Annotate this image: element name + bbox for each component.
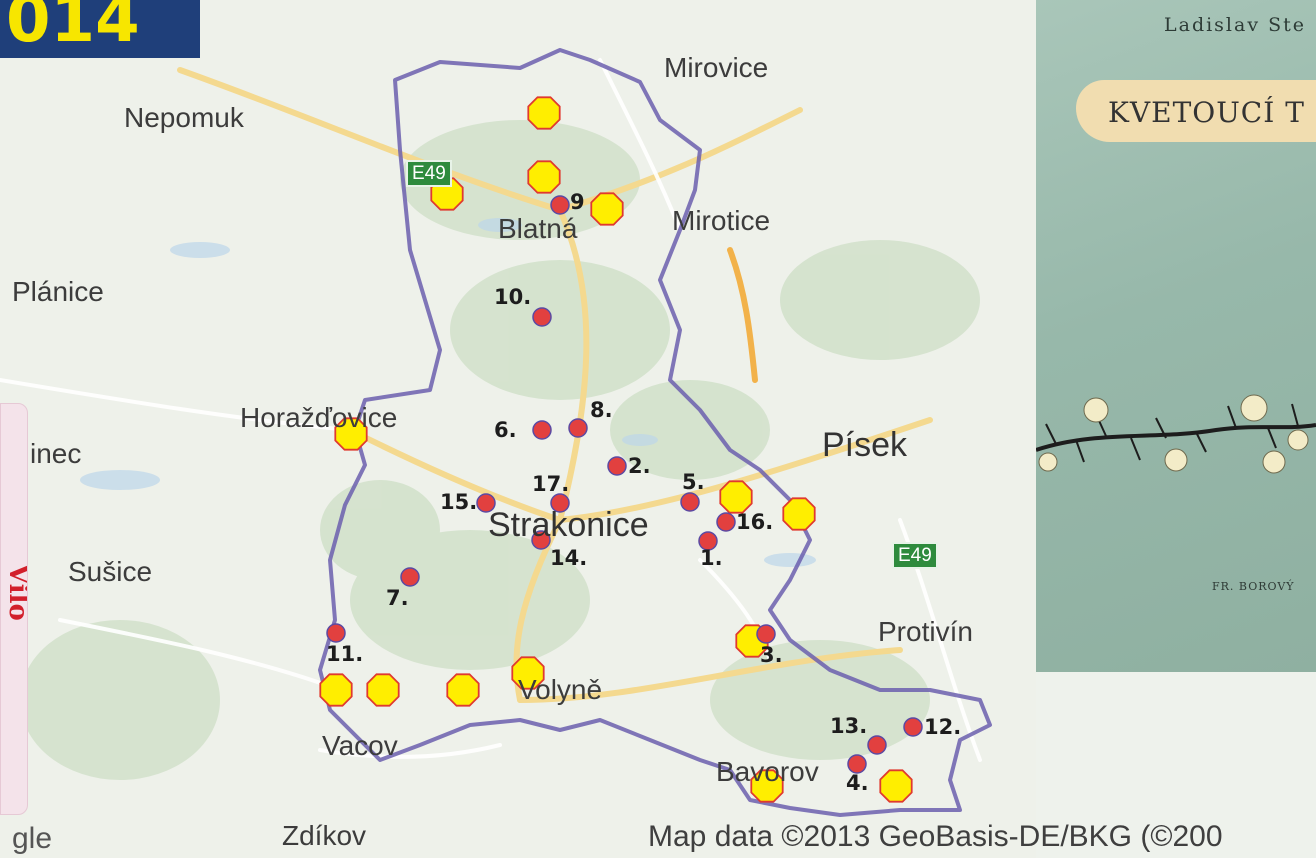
red-dot-marker (607, 456, 627, 476)
red-dot-marker (847, 754, 867, 774)
place-label-strakonice: Strakonice (488, 506, 649, 544)
thorn-branch-illustration (1036, 394, 1316, 474)
red-dot-marker (532, 420, 552, 440)
road-badge-e49-north: E49 (406, 160, 452, 187)
side-tab[interactable]: Vilo (0, 403, 28, 815)
place-label-nepomuk: Nepomuk (124, 102, 244, 133)
marker-label-8: 8. (590, 398, 613, 422)
red-dot-marker (716, 512, 736, 532)
marker-label-3: 3. (760, 643, 783, 667)
yellow-octagon-marker (782, 497, 816, 531)
yellow-octagon-marker (319, 673, 353, 707)
place-label-horazdovice: Horažďovice (240, 402, 398, 433)
yellow-octagon-marker (719, 480, 753, 514)
book-author: Ladislav Ste (1164, 14, 1307, 36)
marker-label-1: 1. (700, 546, 723, 570)
yellow-octagon-marker (879, 769, 913, 803)
book-title: KVETOUCÍ T (1108, 96, 1305, 129)
place-label-pisek: Písek (822, 426, 908, 464)
map-attribution: Map data ©2013 GeoBasis-DE/BKG (©200 (648, 820, 1223, 853)
red-dot-marker (756, 624, 776, 644)
marker-label-10: 10. (494, 285, 532, 309)
marker-label-14: 14. (550, 546, 588, 570)
marker-label-2: 2. (628, 454, 651, 478)
map-logo-fragment: gle (12, 822, 53, 855)
red-dot-marker (476, 493, 496, 513)
marker-label-16: 16. (736, 510, 774, 534)
red-dot-marker (532, 307, 552, 327)
place-label-inec: inec (30, 438, 82, 469)
place-label-bavorov: Bavorov (716, 756, 819, 787)
place-label-mirovice: Mirovice (664, 52, 769, 83)
book-title-plate (1076, 80, 1316, 142)
red-dot-marker (903, 717, 923, 737)
slide-number-badge: 014 (0, 0, 200, 58)
red-dot-marker (568, 418, 588, 438)
marker-label-9: 9 (570, 190, 585, 214)
red-dot-marker (531, 530, 551, 550)
yellow-octagon-marker (590, 192, 624, 226)
red-dot-marker (326, 623, 346, 643)
place-label-volyne: Volyně (518, 674, 603, 705)
yellow-octagon-marker (366, 673, 400, 707)
red-dot-marker (400, 567, 420, 587)
yellow-octagon-marker (511, 656, 545, 690)
yellow-octagon-marker (527, 96, 561, 130)
red-dot-markers (326, 195, 923, 774)
place-label-mirotice: Mirotice (672, 205, 771, 236)
red-dot-marker (550, 195, 570, 215)
red-dot-marker (680, 492, 700, 512)
book-publisher: FR. BOROVÝ (1212, 580, 1295, 593)
marker-label-17: 17. (532, 472, 570, 496)
marker-label-4: 4. (846, 771, 869, 795)
marker-label-15: 15. (440, 490, 478, 514)
marker-label-11: 11. (326, 642, 364, 666)
octagon-markers (319, 96, 913, 803)
book-cover-image: Ladislav Ste KVETOUCÍ T FR. BOROVÝ (1036, 0, 1316, 672)
district-boundary (318, 48, 992, 817)
red-dot-marker (867, 735, 887, 755)
marker-label-5: 5. (682, 470, 705, 494)
yellow-octagon-marker (527, 160, 561, 194)
marker-label-12: 12. (924, 715, 962, 739)
place-label-vacov: Vacov (322, 730, 398, 761)
place-label-planice: Plánice (12, 276, 104, 307)
marker-label-6: 6. (494, 418, 517, 442)
place-label-protivin: Protivín (878, 616, 973, 647)
map-canvas (0, 48, 992, 817)
red-dot-marker (698, 531, 718, 551)
red-dot-marker (550, 493, 570, 513)
yellow-octagon-marker (334, 417, 368, 451)
side-tab-label: Vilo (3, 564, 28, 621)
place-label-zdikov: Zdíkov (282, 820, 367, 851)
place-label-susice: Sušice (68, 556, 153, 587)
place-label-blatna: Blatná (498, 213, 578, 244)
yellow-octagon-marker (446, 673, 480, 707)
yellow-octagon-marker (750, 769, 784, 803)
marker-label-13: 13. (830, 714, 868, 738)
marker-label-7: 7. (386, 586, 409, 610)
road-badge-e49-east: E49 (892, 542, 938, 569)
